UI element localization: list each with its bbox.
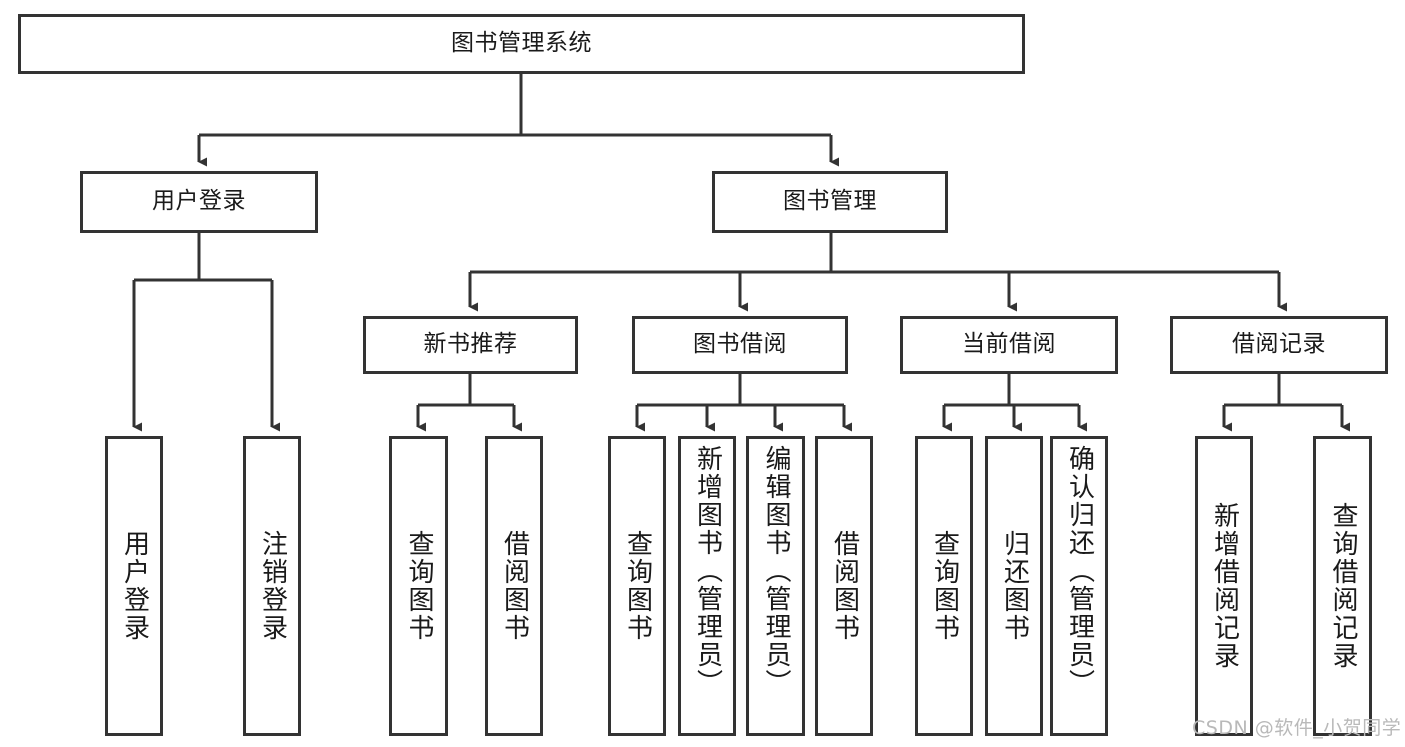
node-leaf-query-book-new-label: 查询图书 bbox=[404, 530, 435, 642]
node-leaf-lend-book[interactable]: 借阅图书 bbox=[815, 436, 873, 736]
node-leaf-logout-label: 注销登录 bbox=[257, 530, 288, 642]
node-leaf-edit-book-admin[interactable]: 编辑图书（管理员） bbox=[746, 436, 805, 736]
node-leaf-borrow-book-new[interactable]: 借阅图书 bbox=[485, 436, 543, 736]
node-leaf-add-borrow-record[interactable]: 新增借阅记录 bbox=[1195, 436, 1253, 736]
node-leaf-logout[interactable]: 注销登录 bbox=[243, 436, 301, 736]
node-root[interactable]: 图书管理系统 bbox=[18, 14, 1025, 74]
node-user-login[interactable]: 用户登录 bbox=[80, 171, 318, 233]
node-leaf-query-borrow-record-label: 查询借阅记录 bbox=[1328, 502, 1359, 670]
node-leaf-query-book-current-label: 查询图书 bbox=[929, 530, 960, 642]
node-current-borrow-label: 当前借阅 bbox=[962, 331, 1056, 358]
watermark-text: CSDN @软件_小贺同学 bbox=[1192, 717, 1402, 739]
node-leaf-query-book-borrow-label: 查询图书 bbox=[622, 530, 653, 642]
node-book-borrow-label: 图书借阅 bbox=[693, 331, 787, 358]
node-leaf-query-book-borrow[interactable]: 查询图书 bbox=[608, 436, 666, 736]
node-book-management[interactable]: 图书管理 bbox=[712, 171, 948, 233]
node-book-borrow[interactable]: 图书借阅 bbox=[632, 316, 848, 374]
node-leaf-borrow-book-new-label: 借阅图书 bbox=[499, 530, 530, 642]
node-leaf-confirm-return-admin-label: 确认归还（管理员） bbox=[1064, 445, 1095, 697]
node-borrow-records[interactable]: 借阅记录 bbox=[1170, 316, 1388, 374]
node-book-management-label: 图书管理 bbox=[783, 188, 877, 215]
node-leaf-query-book-new[interactable]: 查询图书 bbox=[389, 436, 448, 736]
node-user-login-label: 用户登录 bbox=[152, 188, 246, 215]
node-current-borrow[interactable]: 当前借阅 bbox=[900, 316, 1118, 374]
node-leaf-edit-book-admin-label: 编辑图书（管理员） bbox=[761, 445, 792, 697]
node-leaf-add-book-admin-label: 新增图书（管理员） bbox=[692, 445, 723, 697]
node-leaf-confirm-return-admin[interactable]: 确认归还（管理员） bbox=[1050, 436, 1108, 736]
node-leaf-query-borrow-record[interactable]: 查询借阅记录 bbox=[1313, 436, 1372, 736]
node-borrow-records-label: 借阅记录 bbox=[1232, 331, 1326, 358]
node-new-book-recommend-label: 新书推荐 bbox=[423, 331, 518, 358]
node-leaf-user-login-label: 用户登录 bbox=[119, 530, 150, 642]
node-leaf-lend-book-label: 借阅图书 bbox=[829, 530, 860, 642]
node-new-book-recommend[interactable]: 新书推荐 bbox=[363, 316, 578, 374]
node-leaf-add-book-admin[interactable]: 新增图书（管理员） bbox=[678, 436, 736, 736]
node-leaf-query-book-current[interactable]: 查询图书 bbox=[915, 436, 973, 736]
node-leaf-return-book-label: 归还图书 bbox=[999, 530, 1030, 642]
node-leaf-add-borrow-record-label: 新增借阅记录 bbox=[1209, 502, 1240, 670]
node-leaf-return-book[interactable]: 归还图书 bbox=[985, 436, 1043, 736]
node-root-label: 图书管理系统 bbox=[451, 30, 592, 57]
node-leaf-user-login[interactable]: 用户登录 bbox=[105, 436, 163, 736]
